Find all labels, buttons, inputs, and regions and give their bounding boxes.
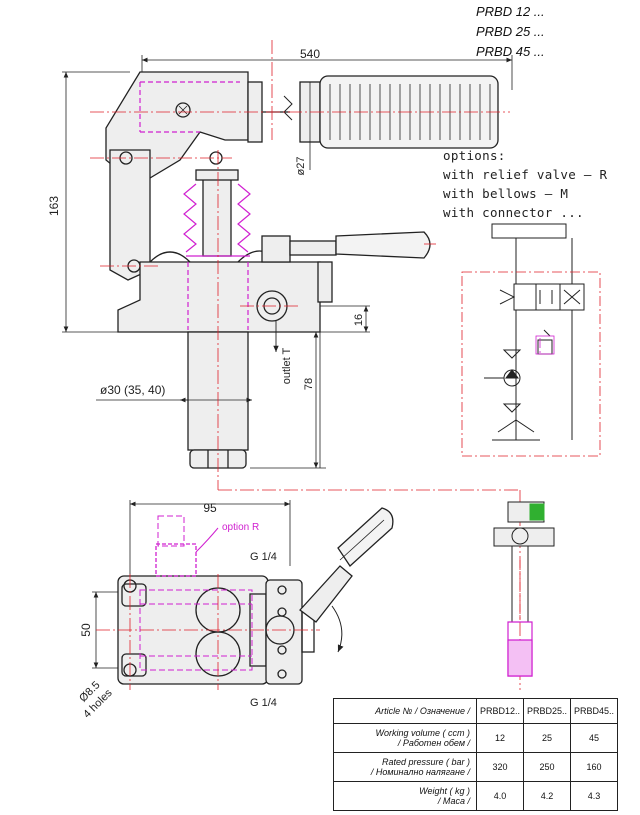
top-view-centerlines — [96, 574, 320, 690]
spec-col-prbd25: PRBD25.. — [523, 698, 571, 724]
hydraulic-schematic — [484, 223, 585, 441]
connector-tank — [507, 621, 533, 677]
option-relief-valve: with relief valve – R — [443, 167, 608, 182]
spec-value: 320 — [476, 752, 524, 782]
spec-table: Article № / Означение / PRBD12.. PRBD25.… — [333, 698, 618, 811]
spec-header-label: Article № / Означение / — [333, 698, 477, 724]
spec-row-weight: Weight ( kg )/ Маса / 4.0 4.2 4.3 — [333, 781, 618, 811]
spec-value: 4.0 — [476, 781, 524, 811]
spec-col-prbd12: PRBD12.. — [476, 698, 524, 724]
dim-length: 540 — [300, 47, 320, 61]
options-title: options: — [443, 148, 506, 163]
dim-tank-dia: ø30 (35, 40) — [100, 383, 165, 397]
dim-tank-length: 78 — [303, 378, 315, 390]
label-option-r: option R — [222, 522, 259, 533]
spec-value: 12 — [476, 723, 524, 753]
label-outlet: outlet T — [281, 347, 293, 384]
dim-base-depth: 50 — [79, 623, 93, 637]
spec-row-volume: Working volume ( ccm )/ Работен обем / 1… — [333, 723, 618, 753]
connector-detail — [493, 501, 555, 622]
spec-label-bg: / Номинално налягане / — [370, 767, 470, 777]
spec-value: 250 — [523, 752, 571, 782]
spec-row-pressure: Rated pressure ( bar )/ Номинално наляга… — [333, 752, 618, 782]
model-prbd12: PRBD 12 ... — [476, 4, 545, 19]
spec-label-bg: / Работен обем / — [397, 738, 470, 748]
spec-value: 25 — [523, 723, 571, 753]
spec-value: 160 — [570, 752, 618, 782]
model-prbd25: PRBD 25 ... — [476, 24, 545, 39]
side-view — [62, 55, 513, 469]
dim-port-offset: 16 — [353, 314, 365, 326]
model-prbd45: PRBD 45 ... — [476, 44, 545, 59]
option-bellows: with bellows – M — [443, 186, 569, 201]
spec-label-en: Working volume ( ccm ) — [375, 728, 470, 738]
spec-label-en: Rated pressure ( bar ) — [381, 757, 470, 767]
schematic-boundary — [461, 271, 601, 457]
spec-col-prbd45: PRBD45.. — [570, 698, 618, 724]
dim-height: 163 — [47, 196, 61, 216]
options-list: options: with relief valve – R with bellow… — [443, 146, 607, 222]
dim-handle-dia: ø27 — [295, 157, 307, 176]
label-port-bottom: G 1/4 — [250, 697, 277, 709]
model-list: PRBD 12 ... PRBD 25 ... PRBD 45 ... — [476, 2, 545, 62]
top-view — [92, 500, 394, 685]
spec-value: 4.2 — [523, 781, 571, 811]
label-port-top: G 1/4 — [250, 551, 277, 563]
spec-value: 4.3 — [570, 781, 618, 811]
spec-value: 45 — [570, 723, 618, 753]
dim-base-width: 95 — [203, 501, 217, 515]
option-connector: with connector ... — [443, 205, 584, 220]
spec-label-en: Weight ( kg ) — [419, 786, 470, 796]
spec-label-bg: / Маса / — [437, 796, 470, 806]
